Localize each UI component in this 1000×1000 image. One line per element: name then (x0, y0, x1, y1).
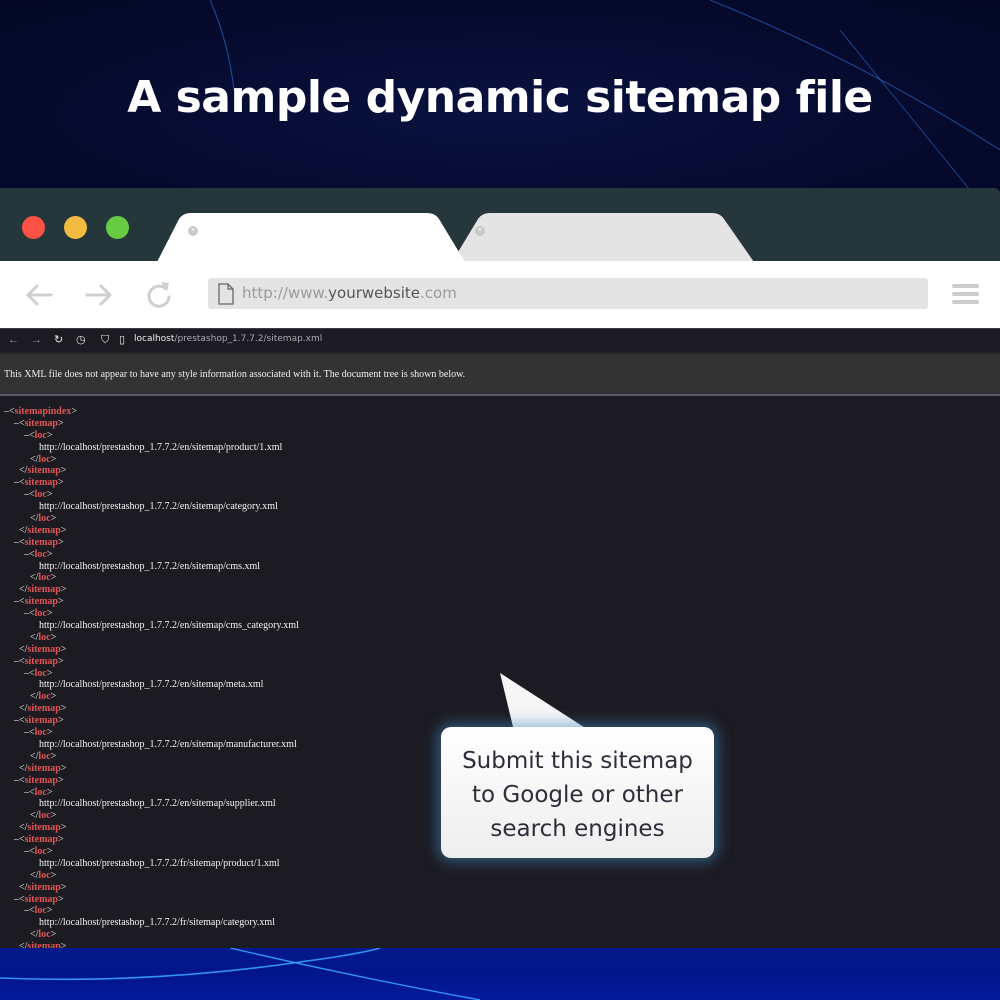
address-url: http://www.yourwebsite.com (242, 284, 457, 302)
forward-icon[interactable]: → (31, 334, 42, 346)
xml-sitemap-open-collapse[interactable]: –<sitemap> (14, 893, 64, 905)
xml-document-tree: –<sitemapindex>–<sitemap>–<loc>http://lo… (0, 406, 1000, 948)
browser-toolbar: http://www.yourwebsite.com (0, 261, 1000, 328)
xml-loc-url: http://localhost/prestashop_1.7.7.2/en/s… (39, 679, 264, 691)
arrow-left-icon[interactable] (24, 281, 54, 309)
xml-loc-url: http://localhost/prestashop_1.7.7.2/en/s… (39, 620, 299, 632)
page-headline: A sample dynamic sitemap file (127, 72, 873, 123)
browser-titlebar: × × (0, 188, 1000, 262)
xml-sitemap-open-collapse[interactable]: –<sitemap> (14, 477, 64, 489)
xml-sitemap-close: </sitemap> (19, 643, 67, 655)
xml-style-info-banner: This XML file does not appear to have an… (0, 352, 1000, 396)
network-lines-decoration (0, 948, 481, 1000)
xml-loc-url: http://localhost/prestashop_1.7.7.2/en/s… (39, 738, 297, 750)
xml-loc-url: http://localhost/prestashop_1.7.7.2/fr/s… (39, 857, 280, 869)
xml-sitemap-open-collapse[interactable]: –<sitemap> (14, 774, 64, 786)
xml-loc-url: http://localhost/prestashop_1.7.7.2/en/s… (39, 798, 276, 810)
xml-loc-close: </loc> (30, 691, 57, 703)
xml-sitemap-close: </sitemap> (19, 881, 67, 893)
xml-loc-close: </loc> (30, 572, 57, 584)
xml-sitemap-open-collapse[interactable]: –<sitemap> (14, 834, 64, 846)
network-lines-decoration (209, 0, 1000, 190)
shield-icon: ⛉ (101, 334, 110, 346)
background-bottom (0, 948, 1000, 1000)
inner-browser-navbar: ← → ↻ ◷ ⛉ ▯ localhost/prestashop_1.7.7.2… (0, 328, 1000, 351)
callout-text: Submit this sitemap to Google or other s… (462, 748, 693, 842)
arrow-right-icon[interactable] (84, 281, 114, 309)
xml-loc-close: </loc> (30, 631, 57, 643)
xml-sitemap-close: </sitemap> (19, 584, 67, 596)
xml-loc-close: </loc> (30, 869, 57, 881)
xml-loc-url: http://localhost/prestashop_1.7.7.2/en/s… (39, 560, 261, 572)
xml-loc-url: http://localhost/prestashop_1.7.7.2/en/s… (39, 441, 283, 453)
xml-sitemap-open-collapse[interactable]: –<sitemap> (14, 417, 64, 429)
page-icon: ▯ (119, 334, 126, 346)
xml-sitemap-open-collapse[interactable]: –<sitemap> (14, 536, 64, 548)
xml-loc-open-collapse[interactable]: –<loc> (24, 845, 53, 857)
back-icon[interactable]: ← (8, 334, 19, 346)
xml-root-open-collapse[interactable]: –<sitemapindex> (4, 406, 77, 417)
xml-loc-open-collapse[interactable]: –<loc> (24, 489, 53, 501)
reload-icon[interactable]: ↻ (54, 334, 64, 346)
xml-loc-close: </loc> (30, 810, 57, 822)
xml-sitemap-close: </sitemap> (19, 822, 67, 834)
xml-sitemap-close: </sitemap> (19, 941, 67, 948)
xml-loc-url: http://localhost/prestashop_1.7.7.2/en/s… (39, 501, 278, 513)
xml-loc-open-collapse[interactable]: –<loc> (24, 727, 53, 739)
address-bar[interactable]: http://www.yourwebsite.com (208, 278, 928, 309)
xml-loc-close: </loc> (30, 750, 57, 762)
callout-pointer (500, 673, 590, 731)
browser-tab-inactive[interactable]: × (452, 213, 756, 262)
xml-sitemap-open-collapse[interactable]: –<sitemap> (14, 596, 64, 608)
reload-icon[interactable] (146, 279, 174, 309)
hamburger-icon[interactable] (952, 284, 979, 308)
xml-loc-close: </loc> (30, 513, 57, 525)
xml-loc-open-collapse[interactable]: –<loc> (24, 905, 53, 917)
xml-loc-url: http://localhost/prestashop_1.7.7.2/fr/s… (39, 917, 275, 929)
xml-sitemap-close: </sitemap> (19, 703, 67, 715)
xml-sitemap-close: </sitemap> (19, 465, 67, 477)
close-window-button[interactable] (22, 216, 45, 239)
background-top (0, 0, 1000, 190)
xml-sitemap-close: </sitemap> (19, 524, 67, 536)
callout-bubble: Submit this sitemap to Google or other s… (441, 727, 714, 858)
maximize-window-button[interactable] (106, 216, 129, 239)
close-icon[interactable]: × (188, 226, 198, 236)
xml-loc-open-collapse[interactable]: –<loc> (24, 429, 53, 441)
xml-loc-open-collapse[interactable]: –<loc> (24, 786, 53, 798)
history-clock-icon[interactable]: ◷ (76, 334, 86, 346)
xml-sitemap-open-collapse[interactable]: –<sitemap> (14, 715, 64, 727)
xml-loc-open-collapse[interactable]: –<loc> (24, 667, 53, 679)
xml-sitemap-close: </sitemap> (19, 762, 67, 774)
minimize-window-button[interactable] (64, 216, 87, 239)
inner-address-bar[interactable]: localhost/prestashop_1.7.7.2/sitemap.xml (134, 334, 323, 344)
xml-sitemap-open-collapse[interactable]: –<sitemap> (14, 655, 64, 667)
xml-loc-open-collapse[interactable]: –<loc> (24, 548, 53, 560)
close-icon[interactable]: × (475, 226, 485, 236)
browser-tab-active[interactable]: × (157, 213, 467, 262)
xml-loc-close: </loc> (30, 453, 57, 465)
xml-loc-close: </loc> (30, 929, 57, 941)
document-icon (218, 283, 234, 305)
xml-loc-open-collapse[interactable]: –<loc> (24, 608, 53, 620)
